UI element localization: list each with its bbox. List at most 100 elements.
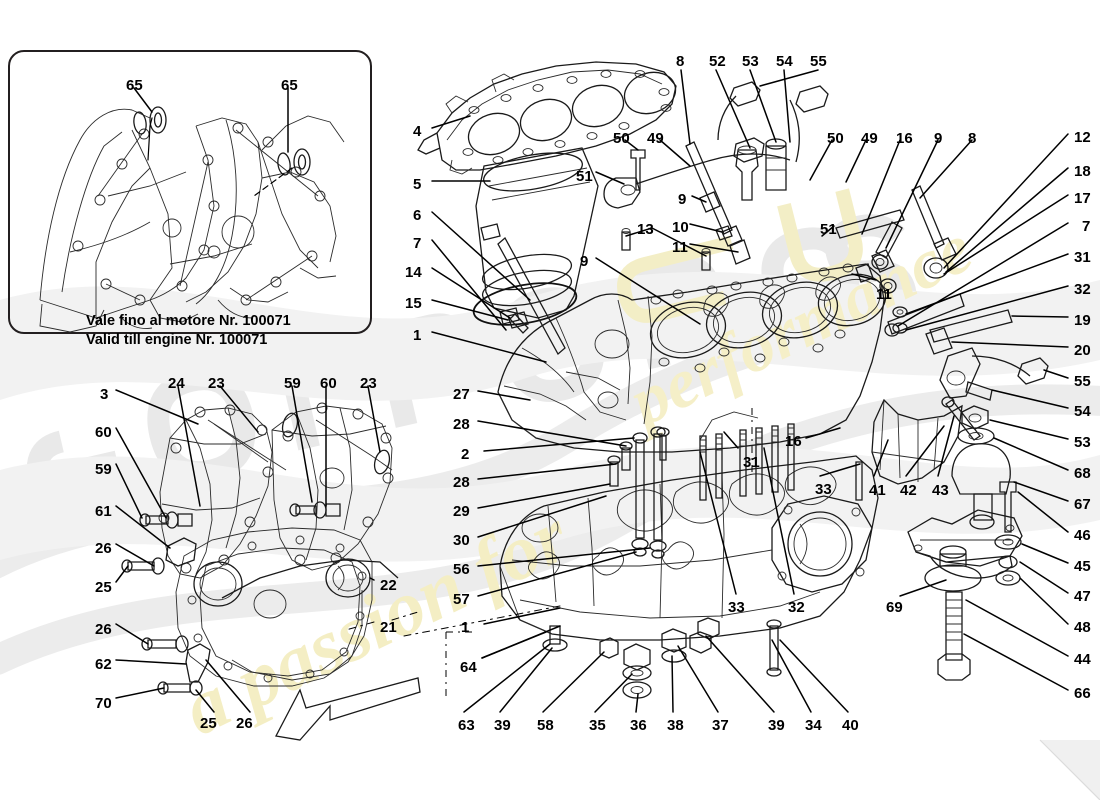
sensor-cluster-center — [603, 81, 829, 271]
callout-51: 51 — [576, 168, 593, 185]
callout-50: 50 — [613, 130, 630, 147]
callout-35: 35 — [589, 717, 606, 734]
callout-5: 5 — [413, 176, 422, 193]
callout-53: 53 — [1074, 434, 1091, 451]
callout-68: 68 — [1074, 465, 1091, 482]
callout-16: 16 — [785, 433, 802, 450]
callout-58: 58 — [537, 717, 554, 734]
callout-28: 28 — [453, 416, 470, 433]
callout-39: 39 — [768, 717, 785, 734]
callout-29: 29 — [453, 503, 470, 520]
orientation-arrow — [275, 677, 421, 741]
callout-70: 70 — [95, 695, 112, 712]
callout-49: 49 — [647, 130, 664, 147]
callout-32: 32 — [788, 599, 805, 616]
callout-59: 59 — [284, 375, 301, 392]
head-studs — [699, 423, 795, 501]
callout-28: 28 — [453, 474, 470, 491]
engine-mount-bracket — [871, 396, 981, 485]
callout-12: 12 — [1074, 129, 1091, 146]
callout-56: 56 — [453, 561, 470, 578]
callout-59: 59 — [95, 461, 112, 478]
callout-60: 60 — [95, 424, 112, 441]
callout-27: 27 — [453, 386, 470, 403]
callout-31: 31 — [743, 454, 760, 471]
callout-55: 55 — [810, 53, 827, 70]
callout-2: 2 — [461, 446, 470, 463]
callout-64: 64 — [460, 659, 477, 676]
callout-52: 52 — [709, 53, 726, 70]
callout-17: 17 — [1074, 190, 1091, 207]
callout-11: 11 — [876, 286, 892, 303]
callout-9: 9 — [580, 253, 589, 270]
callout-6: 6 — [413, 207, 422, 224]
callout-31: 31 — [1074, 249, 1091, 266]
callout-36: 36 — [630, 717, 647, 734]
callout-41: 41 — [869, 482, 886, 499]
callout-8: 8 — [968, 130, 977, 147]
timing-cover-assembly — [121, 402, 399, 696]
engine-block-upper — [497, 263, 887, 453]
callout-30: 30 — [453, 532, 470, 549]
center-lines — [445, 408, 753, 700]
callout-63: 63 — [458, 717, 475, 734]
callout-16: 16 — [896, 130, 913, 147]
callout-55: 55 — [1074, 373, 1091, 390]
callout-61: 61 — [95, 503, 112, 520]
callout-23: 23 — [208, 375, 225, 392]
head-gasket — [417, 61, 677, 175]
callout-40: 40 — [842, 717, 859, 734]
callout-50: 50 — [827, 130, 844, 147]
callout-33: 33 — [728, 599, 745, 616]
callout-26: 26 — [95, 540, 112, 557]
callout-38: 38 — [667, 717, 684, 734]
callout-65: 65 — [281, 77, 298, 94]
mount-stack — [907, 405, 1023, 681]
callout-1: 1 — [461, 619, 470, 636]
bush-15 — [507, 311, 529, 329]
callout-11: 11 — [672, 239, 688, 256]
callout-39: 39 — [494, 717, 511, 734]
callout-43: 43 — [932, 482, 949, 499]
callout-4: 4 — [413, 123, 422, 140]
callout-7: 7 — [1082, 218, 1091, 235]
callout-9: 9 — [934, 130, 943, 147]
callout-19: 19 — [1074, 312, 1091, 329]
callout-44: 44 — [1074, 651, 1091, 668]
callout-45: 45 — [1074, 558, 1091, 575]
callout-57: 57 — [453, 591, 470, 608]
callout-20: 20 — [1074, 342, 1091, 359]
callout-14: 14 — [405, 264, 422, 281]
callout-54: 54 — [1074, 403, 1091, 420]
callout-26: 26 — [95, 621, 112, 638]
callout-47: 47 — [1074, 588, 1091, 605]
callout-1: 1 — [413, 327, 422, 344]
callout-42: 42 — [900, 482, 917, 499]
callout-23: 23 — [360, 375, 377, 392]
callout-37: 37 — [712, 717, 729, 734]
inset-caption-english: Valid till engine Nr. 100071 — [86, 332, 268, 348]
callout-60: 60 — [320, 375, 337, 392]
callout-66: 66 — [1074, 685, 1091, 702]
callout-46: 46 — [1074, 527, 1091, 544]
callout-69: 69 — [886, 599, 903, 616]
callout-21: 21 — [380, 619, 397, 636]
callout-8: 8 — [676, 53, 685, 70]
callout-25: 25 — [95, 579, 112, 596]
callout-51: 51 — [820, 221, 837, 238]
callout-33: 33 — [815, 481, 832, 498]
callout-25: 25 — [200, 715, 217, 732]
inset-panel-frame — [8, 50, 372, 334]
bottom-hardware — [542, 617, 782, 699]
callout-67: 67 — [1074, 496, 1091, 513]
callout-65: 65 — [126, 77, 143, 94]
callout-10: 10 — [672, 219, 689, 236]
callout-48: 48 — [1074, 619, 1091, 636]
hardware-right — [835, 185, 1049, 401]
callout-54: 54 — [776, 53, 793, 70]
callout-26: 26 — [236, 715, 253, 732]
callout-3: 3 — [100, 386, 109, 403]
